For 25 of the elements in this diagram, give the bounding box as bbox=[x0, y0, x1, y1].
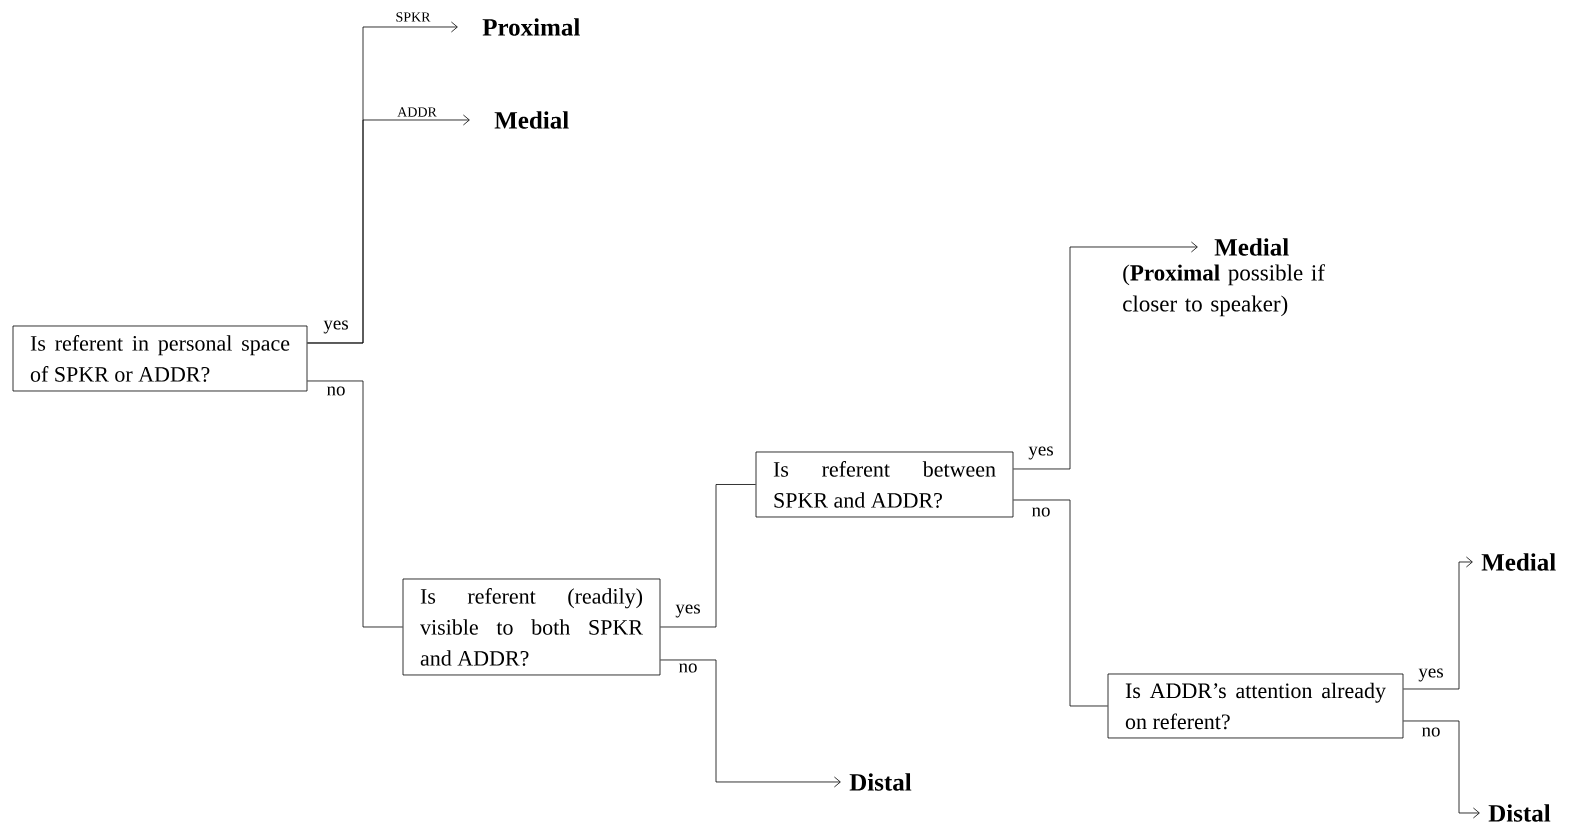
outcome-text: Proximal bbox=[482, 18, 580, 36]
arrow bbox=[1403, 556, 1473, 690]
edge-label: yes bbox=[1028, 446, 1053, 460]
edge-label: no bbox=[678, 663, 697, 673]
arrow bbox=[307, 114, 470, 344]
branch-label: yes bbox=[323, 320, 348, 334]
question-box: Is referent in personal space of SPKR or ADDR? bbox=[12, 325, 308, 392]
question-box: Is referent (readily) visible to both SPKR and ADDR? bbox=[402, 578, 661, 676]
question-box: Is ADDR’s attention already on referent? bbox=[1107, 673, 1404, 739]
arrow bbox=[1403, 720, 1480, 819]
outcome-text: Medial (Proximal possible if closer to speaker) bbox=[1123, 238, 1325, 317]
edge-label: yes bbox=[1418, 668, 1443, 682]
edge-label: no bbox=[1031, 507, 1050, 517]
edge-label: no bbox=[1421, 727, 1440, 737]
edge-label: no bbox=[326, 386, 345, 396]
outcome-text: Medial bbox=[494, 111, 569, 129]
edge-label: SPKR bbox=[396, 12, 431, 22]
question-box: Is referent between SPKR and ADDR? bbox=[755, 451, 1014, 518]
arrow bbox=[660, 659, 841, 788]
edge-label: yes bbox=[675, 604, 700, 618]
outcome-text: Medial bbox=[1481, 553, 1556, 571]
arrow bbox=[1013, 241, 1198, 470]
edge-label: ADDR bbox=[397, 107, 437, 117]
outcome-text: Distal bbox=[1488, 804, 1551, 822]
outcome-text: Distal bbox=[849, 773, 912, 791]
